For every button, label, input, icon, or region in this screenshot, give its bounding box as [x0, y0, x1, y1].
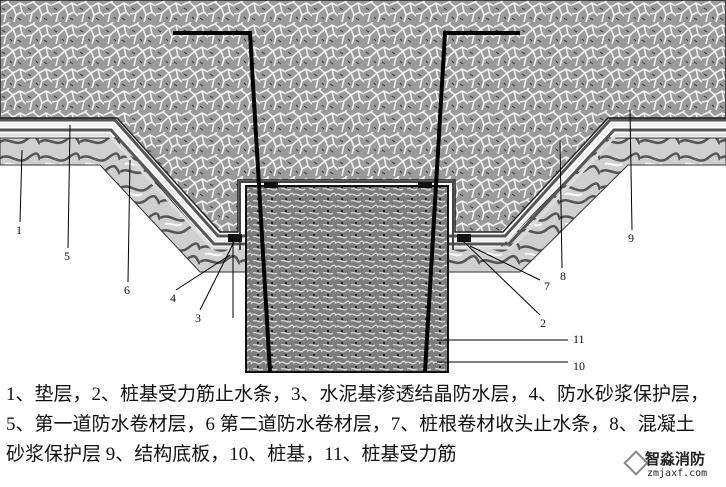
water-stop-right	[457, 234, 471, 242]
pile-top-waterproof-wrap	[239, 181, 454, 250]
label-4: 4	[170, 291, 176, 305]
waterproof-layers	[0, 118, 726, 250]
label-7: 7	[544, 279, 550, 293]
callout-labels: 1 2 3 4 5 6 7 8 9 10 11	[16, 223, 634, 373]
caption-line-3: 砂浆保护层 9、结构底板，10、桩基，11、桩基受力筋	[6, 444, 457, 465]
rebar-left	[173, 31, 272, 373]
label-5: 5	[64, 249, 70, 263]
structural-slab	[0, 0, 726, 233]
watermark-url: zmjaxf.com	[647, 468, 708, 479]
watermark-name: 智淼消防	[645, 450, 706, 468]
rebar-right	[423, 31, 520, 373]
label-8: 8	[560, 269, 566, 283]
caption-line-1: 1、垫层，2、桩基受力筋止水条，3、水泥基渗透结晶防水层，4、防水砂浆保护层，	[6, 384, 710, 405]
label-2: 2	[540, 316, 546, 330]
rebar-water-stop-right	[418, 182, 432, 188]
label-6: 6	[124, 283, 130, 297]
diagram-drawing: 1 2 3 4 5 6 7 8 9 10 11	[0, 0, 726, 373]
leader-lines	[19, 109, 633, 363]
label-9: 9	[628, 231, 634, 245]
water-stop-left	[228, 234, 242, 242]
label-10: 10	[573, 359, 585, 373]
label-11: 11	[573, 332, 585, 346]
legend-caption: 1、垫层，2、桩基受力筋止水条，3、水泥基渗透结晶防水层，4、防水砂浆保护层， …	[6, 380, 726, 470]
caption-line-2: 5、第一道防水卷材层，6 第二道防水卷材层，7、桩根卷材收头止水条，8、混凝土	[6, 414, 695, 435]
label-1: 1	[16, 223, 22, 237]
watermark: 智淼消防 zmjaxf.com	[623, 448, 725, 486]
pile	[245, 185, 449, 373]
rebar-water-stop-left	[264, 182, 278, 188]
label-3: 3	[195, 311, 201, 325]
